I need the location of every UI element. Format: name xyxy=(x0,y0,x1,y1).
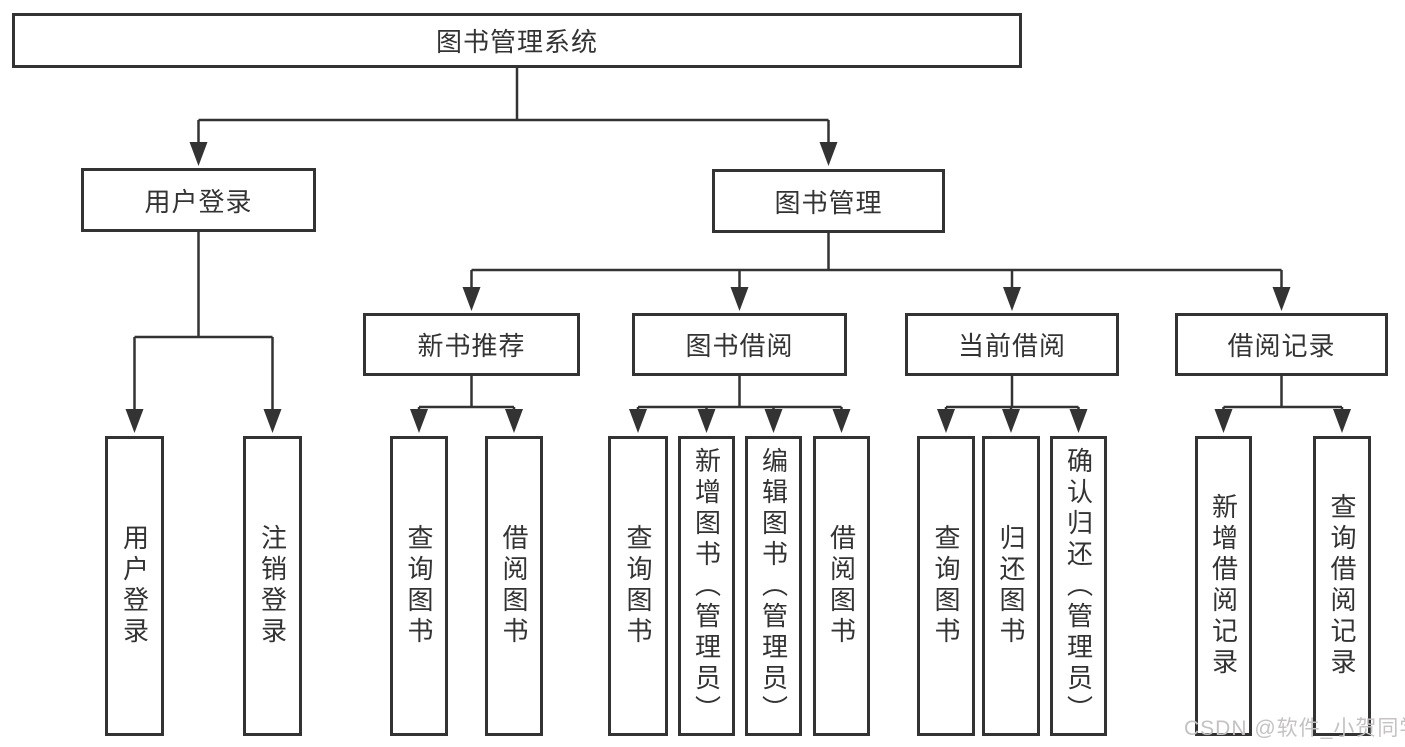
node-book-management: 图书管理 xyxy=(712,169,945,233)
leaf-user-login: 用户登录 xyxy=(105,436,164,736)
leaf-recommend-borrow-book: 借阅图书 xyxy=(485,436,543,736)
node-book-management-label: 图书管理 xyxy=(774,187,883,218)
leaf-user-login-label: 用户登录 xyxy=(119,524,150,648)
leaf-recommend-borrow-book-label: 借阅图书 xyxy=(499,524,529,648)
leaf-recommend-query-book-label: 查询图书 xyxy=(404,524,434,648)
leaf-records-query-record-label: 查询借阅记录 xyxy=(1327,493,1357,679)
leaf-records-add-record-label: 新增借阅记录 xyxy=(1208,493,1239,679)
leaf-borrow-borrow-book: 借阅图书 xyxy=(813,436,870,736)
node-borrow-records: 借阅记录 xyxy=(1175,313,1388,376)
csdn-watermark: CSDN @软件_小贺同学 xyxy=(1184,717,1405,740)
leaf-borrow-query-book-label: 查询图书 xyxy=(623,524,653,648)
leaf-records-add-record: 新增借阅记录 xyxy=(1195,436,1252,736)
leaf-current-return-book-label: 归还图书 xyxy=(996,524,1026,648)
node-book-borrow-label: 图书借阅 xyxy=(685,331,794,361)
leaf-logout-label: 注销登录 xyxy=(257,524,288,648)
node-new-book-recommend-label: 新书推荐 xyxy=(417,331,526,361)
leaf-records-query-record: 查询借阅记录 xyxy=(1313,436,1371,736)
node-book-borrow: 图书借阅 xyxy=(632,313,847,376)
leaf-current-confirm-return-label: 确认归还（管理员） xyxy=(1063,446,1094,726)
node-user-login-label: 用户登录 xyxy=(144,186,253,217)
leaf-borrow-add-book: 新增图书（管理员） xyxy=(678,436,735,736)
leaf-current-return-book: 归还图书 xyxy=(982,436,1040,736)
leaf-borrow-edit-book-label: 编辑图书（管理员） xyxy=(758,446,789,726)
node-current-borrow-label: 当前借阅 xyxy=(957,331,1066,361)
node-current-borrow: 当前借阅 xyxy=(905,313,1119,376)
node-new-book-recommend: 新书推荐 xyxy=(363,313,580,376)
leaf-borrow-add-book-label: 新增图书（管理员） xyxy=(691,446,722,726)
leaf-current-query-book: 查询图书 xyxy=(917,436,975,736)
leaf-logout: 注销登录 xyxy=(243,436,302,736)
leaf-current-confirm-return: 确认归还（管理员） xyxy=(1050,436,1107,736)
node-root-library-system: 图书管理系统 xyxy=(12,13,1022,68)
node-borrow-records-label: 借阅记录 xyxy=(1227,331,1336,361)
leaf-borrow-query-book: 查询图书 xyxy=(608,436,668,736)
node-user-login: 用户登录 xyxy=(81,168,316,232)
node-root-label: 图书管理系统 xyxy=(435,27,598,57)
leaf-borrow-borrow-book-label: 借阅图书 xyxy=(826,524,857,648)
leaf-borrow-edit-book: 编辑图书（管理员） xyxy=(745,436,802,736)
leaf-current-query-book-label: 查询图书 xyxy=(931,524,961,648)
leaf-recommend-query-book: 查询图书 xyxy=(390,436,448,736)
